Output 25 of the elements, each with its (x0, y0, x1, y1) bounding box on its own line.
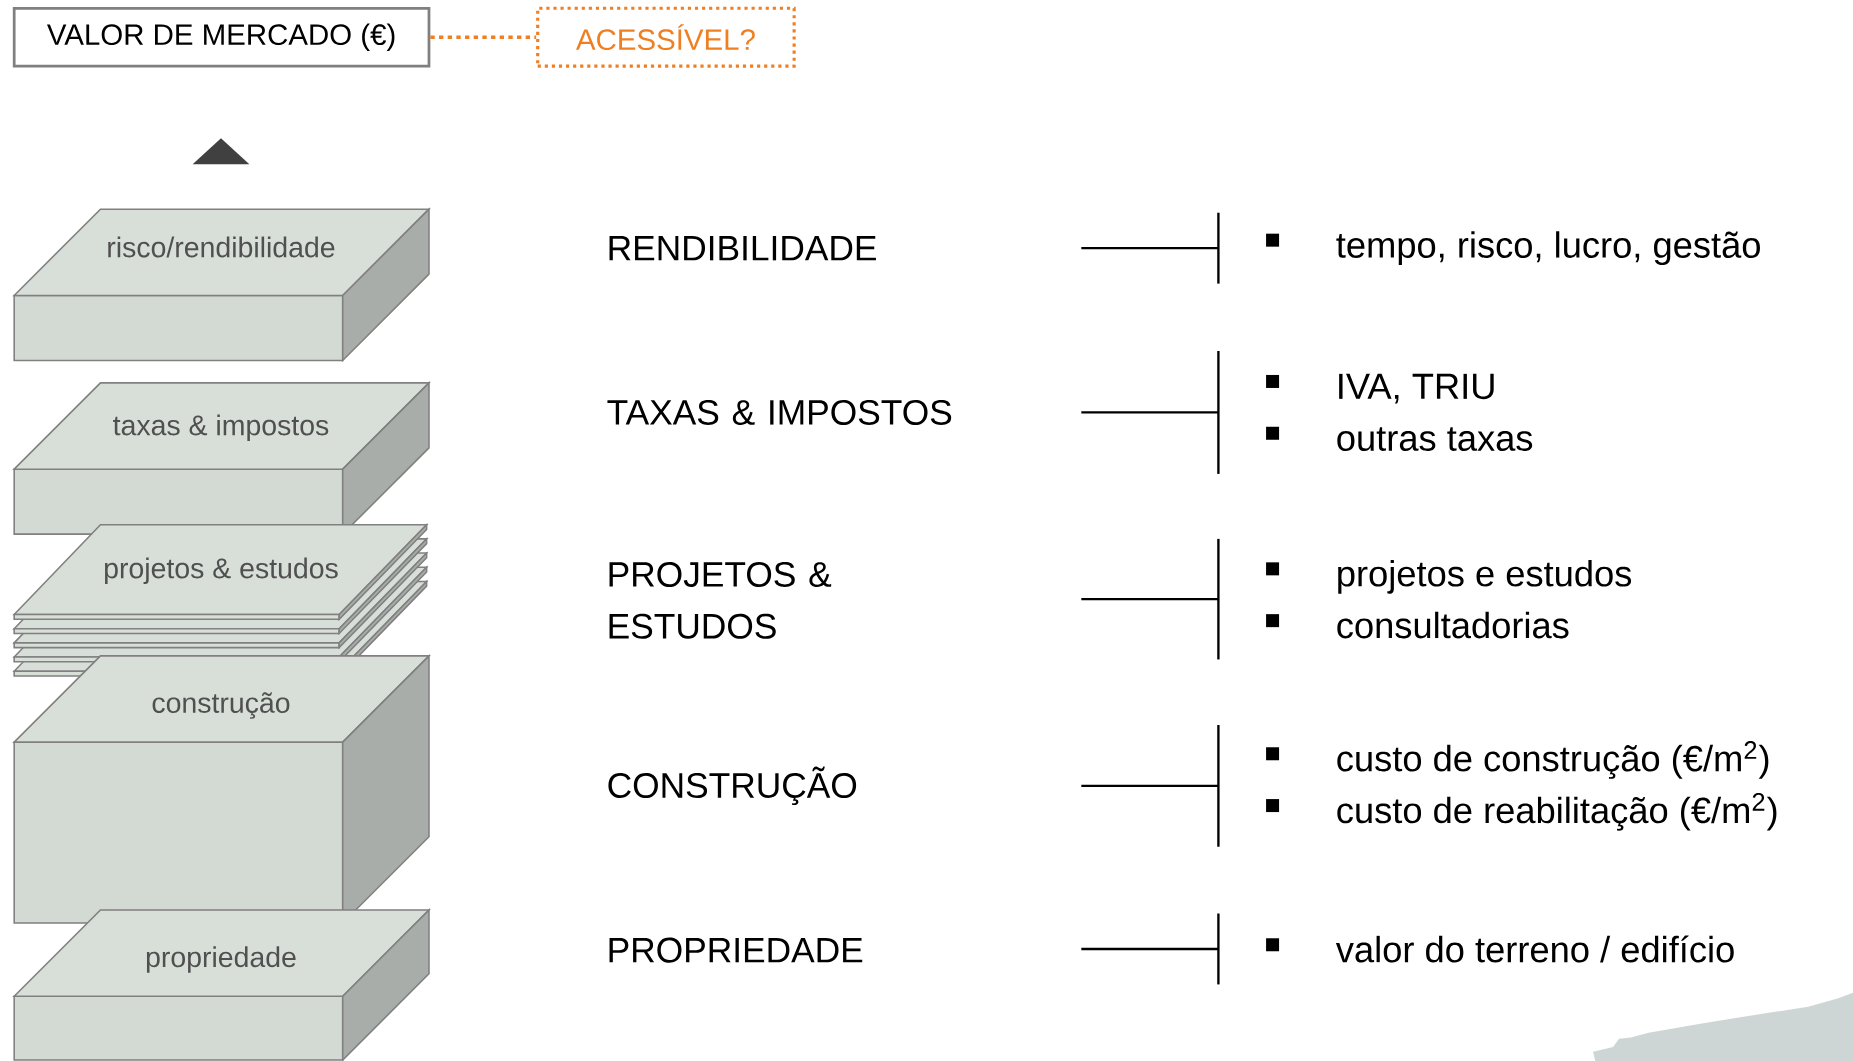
bullet-list: custo de construção (€/m$^{2}$) custo de reabilitação (€/m$^{2}$) (1266, 741, 1777, 831)
bullet-list: valor do terreno / edifício (1266, 935, 1734, 963)
bullet-list: projetos e estudos consultadorias (1266, 559, 1632, 639)
category-label: TAXAS & IMPOSTOS (607, 399, 952, 425)
bracket (1217, 538, 1220, 660)
bracket (1217, 913, 1220, 985)
category-label: PROJETOS & ESTUDOS (609, 561, 832, 639)
category-label: CONSTRUÇÃO (608, 766, 857, 805)
bullet-list: IVA, TRIU outras taxas (1266, 373, 1533, 451)
market-value-box: VALOR DE MERCADO (€) (12, 6, 431, 68)
bracket-connector (1081, 947, 1219, 951)
bracket-connector (1081, 784, 1219, 787)
bracket-connector (1081, 246, 1219, 250)
category-label: RENDIBILIDADE (609, 235, 876, 261)
bracket (1217, 212, 1220, 284)
bracket-connector (1081, 597, 1219, 601)
bracket (1217, 350, 1220, 474)
up-triangle (192, 138, 250, 165)
question-box: ACESSÍVEL? (536, 6, 796, 68)
bracket (1217, 724, 1220, 847)
category-label: PROPRIEDADE (609, 937, 863, 963)
bullet-list: tempo, risco, lucro, gestão (1266, 231, 1760, 265)
node-label: construção (152, 692, 290, 719)
bracket-connector (1081, 411, 1219, 414)
dashed-connector (430, 35, 537, 39)
